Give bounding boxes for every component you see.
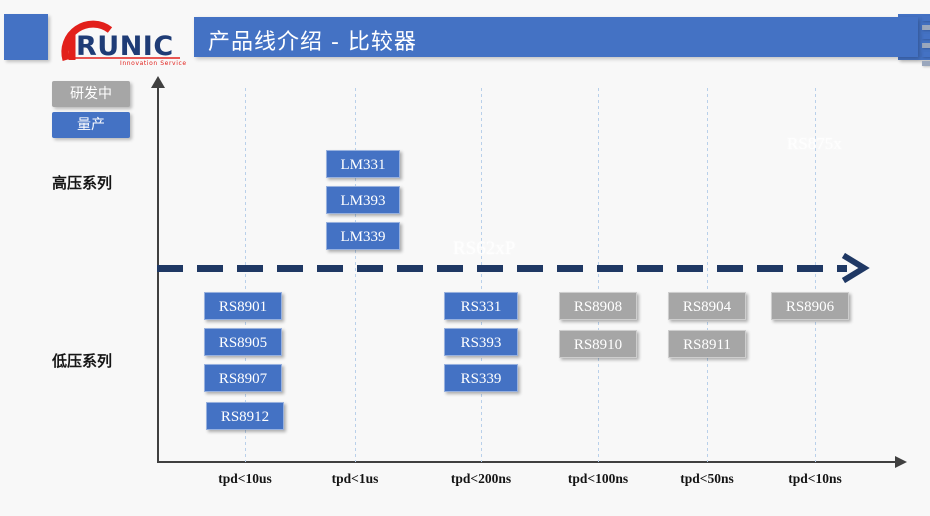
title-bar: 产品线介绍 - 比较器 [194,17,918,57]
product-chip-rs331[interactable]: RS331 [444,292,518,320]
product-chip-lm339[interactable]: LM339 [326,222,400,250]
x-axis-label-6: tpd<10ns [788,471,842,486]
x-axis-arrowhead [895,456,907,468]
gridline-3 [481,88,482,462]
decorative-bars-right [922,16,930,66]
product-chip-rs8904[interactable]: RS8904 [668,292,746,320]
product-chip-rs393[interactable]: RS393 [444,328,518,356]
product-chip-rs8901[interactable]: RS8901 [204,292,282,320]
page-title: 产品线介绍 - 比较器 [208,30,417,55]
voltage-divider-arrowhead [840,252,870,284]
svg-text:RUNIC: RUNIC [76,31,174,62]
product-chip-rs8908[interactable]: RS8908 [559,292,637,320]
gridline-1 [245,88,246,462]
product-chip-rs8906[interactable]: RS8906 [771,292,849,320]
product-chip-lm393[interactable]: LM393 [326,186,400,214]
gridline-5 [707,88,708,462]
watermark-rs62xp: RS62xP [453,238,516,259]
product-chip-rs339[interactable]: RS339 [444,364,518,392]
x-axis-label-4: tpd<100ns [567,471,629,486]
x-axis-label-1: tpd<10us [218,471,272,486]
x-axis-line [157,461,900,463]
decorative-square-left [4,14,48,60]
product-chip-rs8907[interactable]: RS8907 [204,364,282,392]
watermark-rs875x: RS875x [787,134,842,153]
gridline-6 [815,88,816,462]
y-axis-line [157,82,159,462]
legend-in-development: 研发中 [52,81,130,107]
gridline-2 [355,88,356,462]
product-chip-rs8912[interactable]: RS8912 [206,402,284,430]
gridline-4 [598,88,599,462]
x-axis-label-3: tpd<200ns [450,471,512,486]
y-axis-arrowhead [151,76,165,88]
x-axis-label-2: tpd<1us [331,471,379,486]
runic-logo: RUNIC Innovation Service [58,10,188,66]
svg-text:Innovation Service: Innovation Service [120,60,187,66]
row-label-low-voltage: 低压系列 [52,352,113,370]
voltage-divider-line [157,265,847,272]
legend-mass-production: 量产 [52,112,130,138]
x-axis-label-5: tpd<50ns [680,471,734,486]
product-chip-lm331[interactable]: LM331 [326,150,400,178]
row-label-high-voltage: 高压系列 [52,174,113,192]
product-chip-rs8905[interactable]: RS8905 [204,328,282,356]
product-chip-rs8911[interactable]: RS8911 [668,330,746,358]
product-chip-rs8910[interactable]: RS8910 [559,330,637,358]
logo-graphic: RUNIC Innovation Service [61,20,187,66]
